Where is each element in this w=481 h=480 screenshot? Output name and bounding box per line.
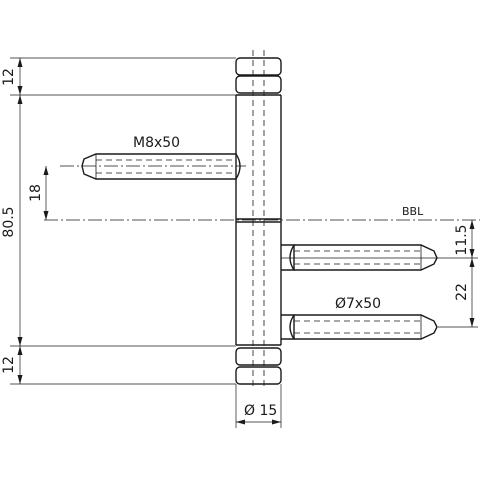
bottom-cap-upper: [235, 347, 282, 366]
bolt-bottom-label: Ø7x50: [335, 296, 381, 312]
top-cap-lower: [235, 75, 282, 94]
bolt-top-left: [60, 153, 246, 180]
top-cap-upper: [235, 57, 282, 76]
dim-bolt-offset: 18: [28, 184, 44, 202]
dim-datum-to-bolt: 11.5: [454, 224, 470, 255]
bottom-cap-lower: [235, 366, 282, 385]
dim-bolt-spacing: 22: [454, 283, 470, 301]
datum-label: BBL: [402, 205, 424, 218]
dim-total: 80.5: [1, 206, 17, 237]
bolt-top-label: M8x50: [133, 135, 180, 151]
dim-cap-bottom: 12: [1, 356, 17, 374]
dimension-lines: [17, 58, 475, 425]
bolt-right-upper: [281, 244, 438, 271]
dim-cap-top: 12: [1, 68, 17, 86]
bolt-right-lower: [281, 314, 438, 340]
diameter-label: Ø 15: [244, 403, 277, 419]
extension-lines: [10, 57, 478, 428]
